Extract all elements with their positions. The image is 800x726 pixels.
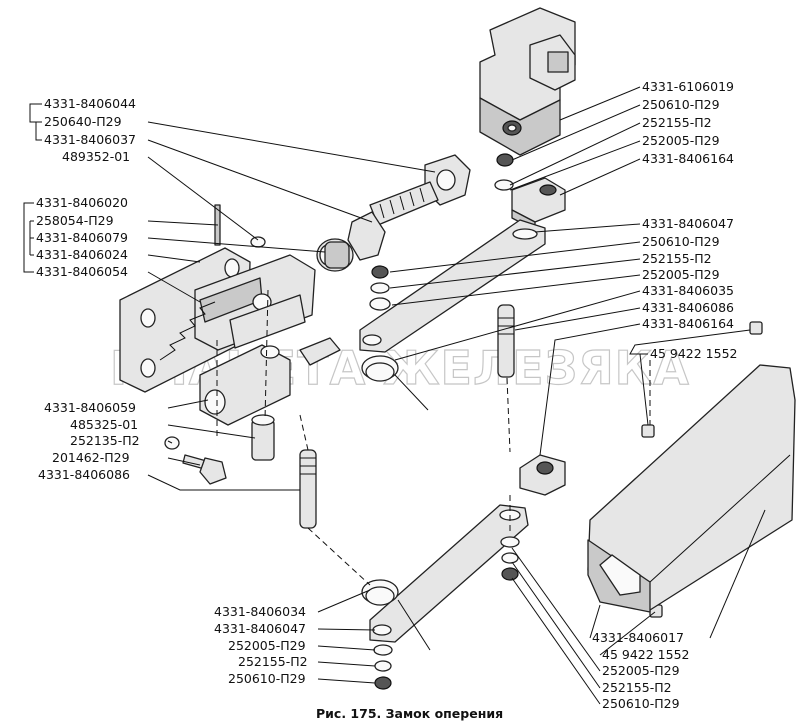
small-bolt-mid-part (641, 424, 655, 438)
knob-part (316, 238, 354, 272)
clamp-part-middle (519, 454, 566, 496)
lower-lever-part (369, 504, 529, 643)
label-left-12: 201462-П29 (52, 450, 130, 465)
figure-caption: Рис. 175. Замок оперения (316, 706, 503, 721)
label-right-15: 252005-П29 (602, 663, 680, 678)
label-right-1: 250610-П29 (642, 97, 720, 112)
housing-part (199, 337, 341, 426)
torsion-spring-part (361, 355, 429, 411)
parts-drawing (119, 7, 796, 690)
label-right-16: 252155-П2 (602, 680, 672, 695)
left-labels: 4331-8406044 250640-П29 4331-8406037 489… (36, 96, 308, 686)
label-left-18: 250610-П29 (228, 671, 306, 686)
label-right-8: 252005-П29 (642, 267, 720, 282)
label-left-16: 252005-П29 (228, 638, 306, 653)
nut-lower-right-part (501, 567, 519, 581)
washer-lower-right-part-2 (501, 552, 519, 564)
label-left-8: 4331-8406054 (36, 264, 128, 279)
label-right-13: 4331-8406017 (592, 630, 684, 645)
bracket-part (119, 247, 316, 393)
label-right-3: 252005-П29 (642, 133, 720, 148)
label-left-5: 258054-П29 (36, 213, 114, 228)
washer-center-part-1 (370, 282, 390, 294)
lower-torsion-spring-part (361, 579, 431, 651)
label-left-1: 250640-П29 (44, 114, 122, 129)
label-right-6: 250610-П29 (642, 234, 720, 249)
label-right-11: 4331-8406164 (642, 316, 734, 331)
label-left-2: 4331-8406037 (44, 132, 136, 147)
label-left-0: 4331-8406044 (44, 96, 136, 111)
washer-lower-left-part-2 (374, 660, 392, 672)
bushing-part (251, 414, 275, 461)
small-washer-part (250, 236, 266, 248)
label-right-10: 4331-8406086 (642, 300, 734, 315)
spring-part (159, 301, 216, 361)
leader-lines (23, 86, 766, 705)
label-left-4: 4331-8406020 (36, 195, 128, 210)
body-part (587, 364, 796, 613)
long-pin-right-part (497, 304, 515, 378)
label-right-5: 4331-8406047 (642, 216, 734, 231)
label-left-15: 4331-8406047 (214, 621, 306, 636)
washer-lower-right-part-1 (500, 536, 520, 548)
nut-center-part (371, 265, 389, 279)
label-left-9: 4331-8406059 (44, 400, 136, 415)
top-block-part (479, 7, 576, 156)
label-right-4: 4331-8406164 (642, 151, 734, 166)
label-right-0: 4331-6106019 (642, 79, 734, 94)
label-right-9: 4331-8406035 (642, 283, 734, 298)
label-left-11: 252135-П2 (70, 433, 140, 448)
right-labels: 4331-6106019 250610-П29 252155-П2 252005… (592, 79, 737, 711)
long-pin-left-part (299, 449, 317, 529)
label-left-13: 4331-8406086 (38, 467, 130, 482)
nut-part (496, 153, 514, 167)
label-left-17: 252155-П2 (238, 654, 308, 669)
bolt-201462-part (182, 454, 227, 485)
washer-lower-left-part-1 (373, 644, 393, 656)
label-right-12: 45 9422 1552 (650, 346, 737, 361)
label-right-14: 45 9422 1552 (602, 647, 689, 662)
bolt-nut-part (347, 154, 471, 261)
assembly-dashed-lines (216, 289, 651, 586)
label-right-17: 250610-П29 (602, 696, 680, 711)
label-right-2: 252155-П2 (642, 115, 712, 130)
label-left-6: 4331-8406079 (36, 230, 128, 245)
label-left-10: 485325-01 (70, 417, 138, 432)
upper-lever-part (359, 219, 546, 353)
nut-lower-left-part (374, 676, 392, 690)
small-bolt-top-part (749, 321, 763, 335)
label-left-3: 489352-01 (62, 149, 130, 164)
label-right-7: 252155-П2 (642, 251, 712, 266)
label-left-7: 4331-8406024 (36, 247, 128, 262)
label-left-14: 4331-8406034 (214, 604, 306, 619)
washer-part (494, 179, 514, 191)
washer-center-part-2 (369, 297, 391, 311)
